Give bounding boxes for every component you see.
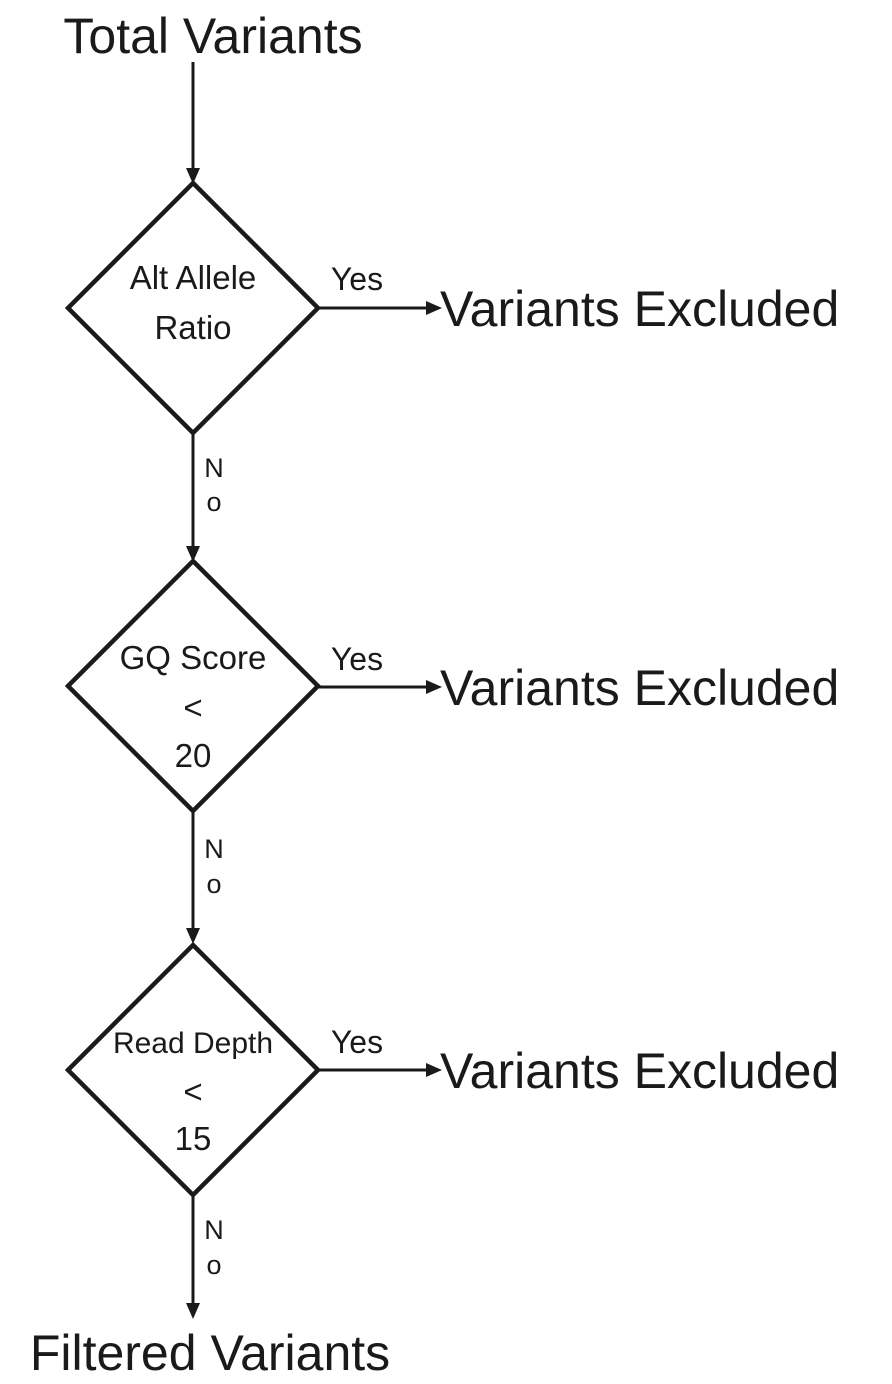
decision-label-line: 15 — [175, 1120, 212, 1157]
decision-label-line: 20 — [175, 737, 212, 774]
decision-read-depth: Read Depth < 15 — [64, 941, 322, 1199]
no-label: o — [206, 487, 221, 517]
decision-label-line: Alt Allele — [130, 259, 257, 296]
yes-label: Yes — [331, 261, 383, 297]
no-label: o — [206, 1250, 221, 1280]
arrowhead-right — [426, 680, 442, 694]
decision-label-line: Ratio — [154, 309, 231, 346]
yes-label: Yes — [331, 641, 383, 677]
decision-label-line: Read Depth — [113, 1027, 273, 1060]
start-node-label: Total Variants — [63, 8, 362, 64]
decision-label-line: GQ Score — [120, 639, 267, 676]
no-label: N — [204, 1215, 224, 1245]
arrowhead-down — [186, 1303, 200, 1319]
decision-diamond — [64, 179, 322, 437]
excluded-node-label: Variants Excluded — [440, 660, 839, 716]
decision-label-line: < — [183, 1073, 202, 1110]
end-node-label: Filtered Variants — [30, 1325, 390, 1381]
decision-diamond — [64, 941, 322, 1199]
no-label: N — [204, 834, 224, 864]
excluded-node-label: Variants Excluded — [440, 281, 839, 337]
no-label: o — [206, 869, 221, 899]
arrowhead-down — [186, 928, 200, 944]
excluded-node-label: Variants Excluded — [440, 1043, 839, 1099]
arrowhead-right — [426, 301, 442, 315]
arrowhead-right — [426, 1063, 442, 1077]
no-label: N — [204, 453, 224, 483]
decision-gq-score: GQ Score < 20 — [64, 557, 322, 815]
decision-alt-allele-ratio: Alt Allele Ratio — [64, 179, 322, 437]
decision-label-line: < — [183, 689, 202, 726]
arrowhead-down — [186, 168, 200, 184]
yes-label: Yes — [331, 1024, 383, 1060]
arrowhead-down — [186, 546, 200, 562]
